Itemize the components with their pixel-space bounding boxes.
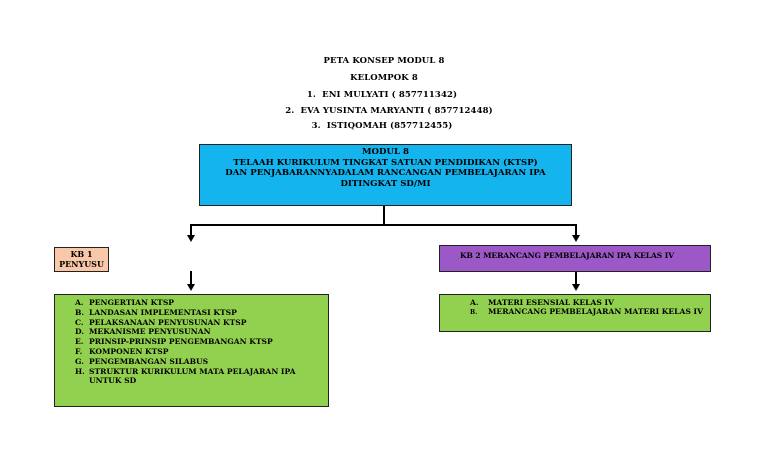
list-item: A. MATERI ESENSIAL KELAS IV xyxy=(470,298,710,308)
module-line-3: DAN PENJABARANNYADALAM RANCANGAN PEMBELA… xyxy=(225,168,546,178)
kb1-line-1: KB 1 xyxy=(70,249,93,259)
connector-right-down xyxy=(575,224,577,236)
list-text: MEKANISME PENYUSUNAN xyxy=(89,327,211,337)
list-item: A. PENGERTIAN KTSP xyxy=(75,298,328,308)
list-text: STRUKTUR KURIKULUM MATA PELAJARAN IPA xyxy=(89,366,296,376)
list-item: C. PELAKSANAAN PENYUSUNAN KTSP xyxy=(75,318,328,328)
connector-left-down xyxy=(190,224,192,236)
list-text: PENGERTIAN KTSP xyxy=(89,298,175,307)
list-item: F. KOMPONEN KTSP xyxy=(75,347,328,357)
list-text: MERANCANG PEMBELAJARAN MATERI KELAS IV xyxy=(488,306,703,316)
connector-kb2-list xyxy=(575,272,577,286)
group-label: KELOMPOK 8 xyxy=(350,73,418,83)
list-text: PRINSIP-PRINSIP PENGEMBANGAN KTSP xyxy=(89,337,273,347)
connector-kb1-list xyxy=(190,271,192,286)
connector-horizontal xyxy=(190,224,577,226)
list-item: UNTUK SD xyxy=(75,376,328,386)
module-line-1: MODUL 8 xyxy=(362,147,409,157)
list-item: D. MEKANISME PENYUSUNAN xyxy=(75,327,328,337)
list-marker: D. xyxy=(75,327,84,337)
connector-module-down xyxy=(383,206,385,225)
list-item: G. PENGEMBANGAN SILABUS xyxy=(75,357,328,367)
arrow-to-kb1 xyxy=(187,235,195,242)
member-1-num: 1. xyxy=(306,90,316,100)
list-marker: C. xyxy=(75,317,84,327)
diagram-title: PETA KONSEP MODUL 8 xyxy=(323,56,445,66)
arrow-to-kb1-list xyxy=(187,284,195,291)
list-marker: E. xyxy=(75,337,84,347)
module-line-2: TELAAH KURIKULUM TINGKAT SATUAN PENDIDIK… xyxy=(233,157,538,168)
list-text: PENGEMBANGAN SILABUS xyxy=(89,356,209,366)
list-item: E. PRINSIP-PRINSIP PENGEMBANGAN KTSP xyxy=(75,337,328,347)
kb2-topic-list: A. MATERI ESENSIAL KELAS IV B. MERANCANG P… xyxy=(439,294,711,332)
kb1-topic-list: A. PENGERTIAN KTSP B. LANDASAN IMPLEMENTAS… xyxy=(54,294,329,407)
list-text: MATERI ESENSIAL KELAS IV xyxy=(488,298,614,307)
member-3-text: ISTIQOMAH (857712455) xyxy=(326,121,453,131)
list-marker: H. xyxy=(75,366,85,376)
member-2-text: EVA YUSINTA MARYANTI ( 857712448) xyxy=(300,106,493,116)
arrow-to-kb2-list xyxy=(572,284,580,291)
list-marker: B. xyxy=(75,307,85,317)
member-3-num: 3. xyxy=(311,121,321,131)
list-marker: B. xyxy=(470,308,478,316)
list-text: PELAKSANAAN PENYUSUNAN KTSP xyxy=(89,317,247,327)
list-item: B. MERANCANG PEMBELAJARAN MATERI KELAS IV xyxy=(470,306,710,317)
member-3: 3. ISTIQOMAH (857712455) xyxy=(0,121,766,131)
kb1-box: KB 1 PENYUSU xyxy=(54,247,109,272)
list-text: UNTUK SD xyxy=(89,376,137,386)
member-2-num: 2. xyxy=(285,106,295,116)
module-box: MODUL 8 TELAAH KURIKULUM TINGKAT SATUAN … xyxy=(199,144,572,206)
member-2: 2. EVA YUSINTA MARYANTI ( 857712448) xyxy=(5,106,768,116)
member-1: 1. ENI MULYATI ( 857711342) xyxy=(0,90,766,100)
list-marker: F. xyxy=(75,346,83,356)
list-text: KOMPONEN KTSP xyxy=(89,346,169,356)
arrow-to-kb2 xyxy=(572,235,580,242)
list-marker: A. xyxy=(470,298,479,307)
kb2-label: KB 2 MERANCANG PEMBELAJARAN IPA KELAS IV xyxy=(460,251,674,260)
kb1-line-2: PENYUSU xyxy=(59,258,104,269)
list-marker: A. xyxy=(75,298,84,307)
member-1-text: ENI MULYATI ( 857711342) xyxy=(322,90,458,100)
list-item: B. LANDASAN IMPLEMENTASI KTSP xyxy=(75,308,328,318)
module-line-4: DITINGKAT SD/MI xyxy=(340,178,431,189)
kb2-box: KB 2 MERANCANG PEMBELAJARAN IPA KELAS IV xyxy=(439,245,711,272)
list-text: LANDASAN IMPLEMENTASI KTSP xyxy=(89,307,237,317)
list-marker: G. xyxy=(75,356,84,366)
list-item: H. STRUKTUR KURIKULUM MATA PELAJARAN IPA xyxy=(75,367,328,377)
